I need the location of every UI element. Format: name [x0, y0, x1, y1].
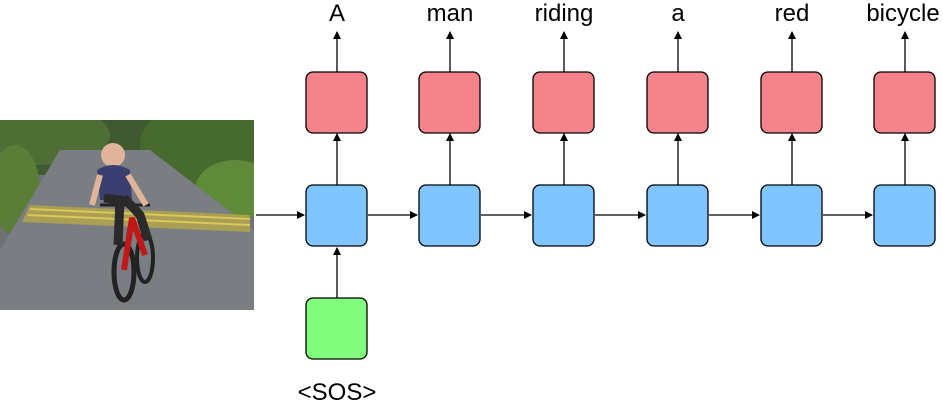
sos-token-label: <SOS> — [298, 379, 377, 405]
output-word: bicycle — [866, 0, 939, 27]
hidden-state-box — [305, 184, 368, 247]
output-box — [532, 71, 595, 134]
hidden-state-box — [418, 184, 481, 247]
output-box — [646, 71, 709, 134]
sos-input-box — [305, 297, 368, 360]
output-word: a — [671, 0, 685, 27]
hidden-state-box — [646, 184, 709, 247]
input-image — [0, 120, 254, 310]
output-box — [418, 71, 481, 134]
output-word: red — [775, 0, 810, 27]
hidden-state-box — [873, 184, 936, 247]
timestep-4: a — [646, 0, 709, 247]
hidden-state-box — [532, 184, 595, 247]
timestep-6: bicycle — [866, 0, 940, 247]
output-word: riding — [535, 0, 594, 27]
output-box — [305, 71, 368, 134]
timestep-1: A — [305, 0, 368, 247]
output-box — [760, 71, 823, 134]
timestep-3: riding — [532, 0, 595, 247]
timestep-2: man — [418, 0, 481, 247]
output-box — [873, 71, 936, 134]
hidden-state-box — [760, 184, 823, 247]
timestep-5: red — [760, 0, 823, 247]
output-word: A — [329, 0, 345, 27]
output-word: man — [427, 0, 474, 27]
